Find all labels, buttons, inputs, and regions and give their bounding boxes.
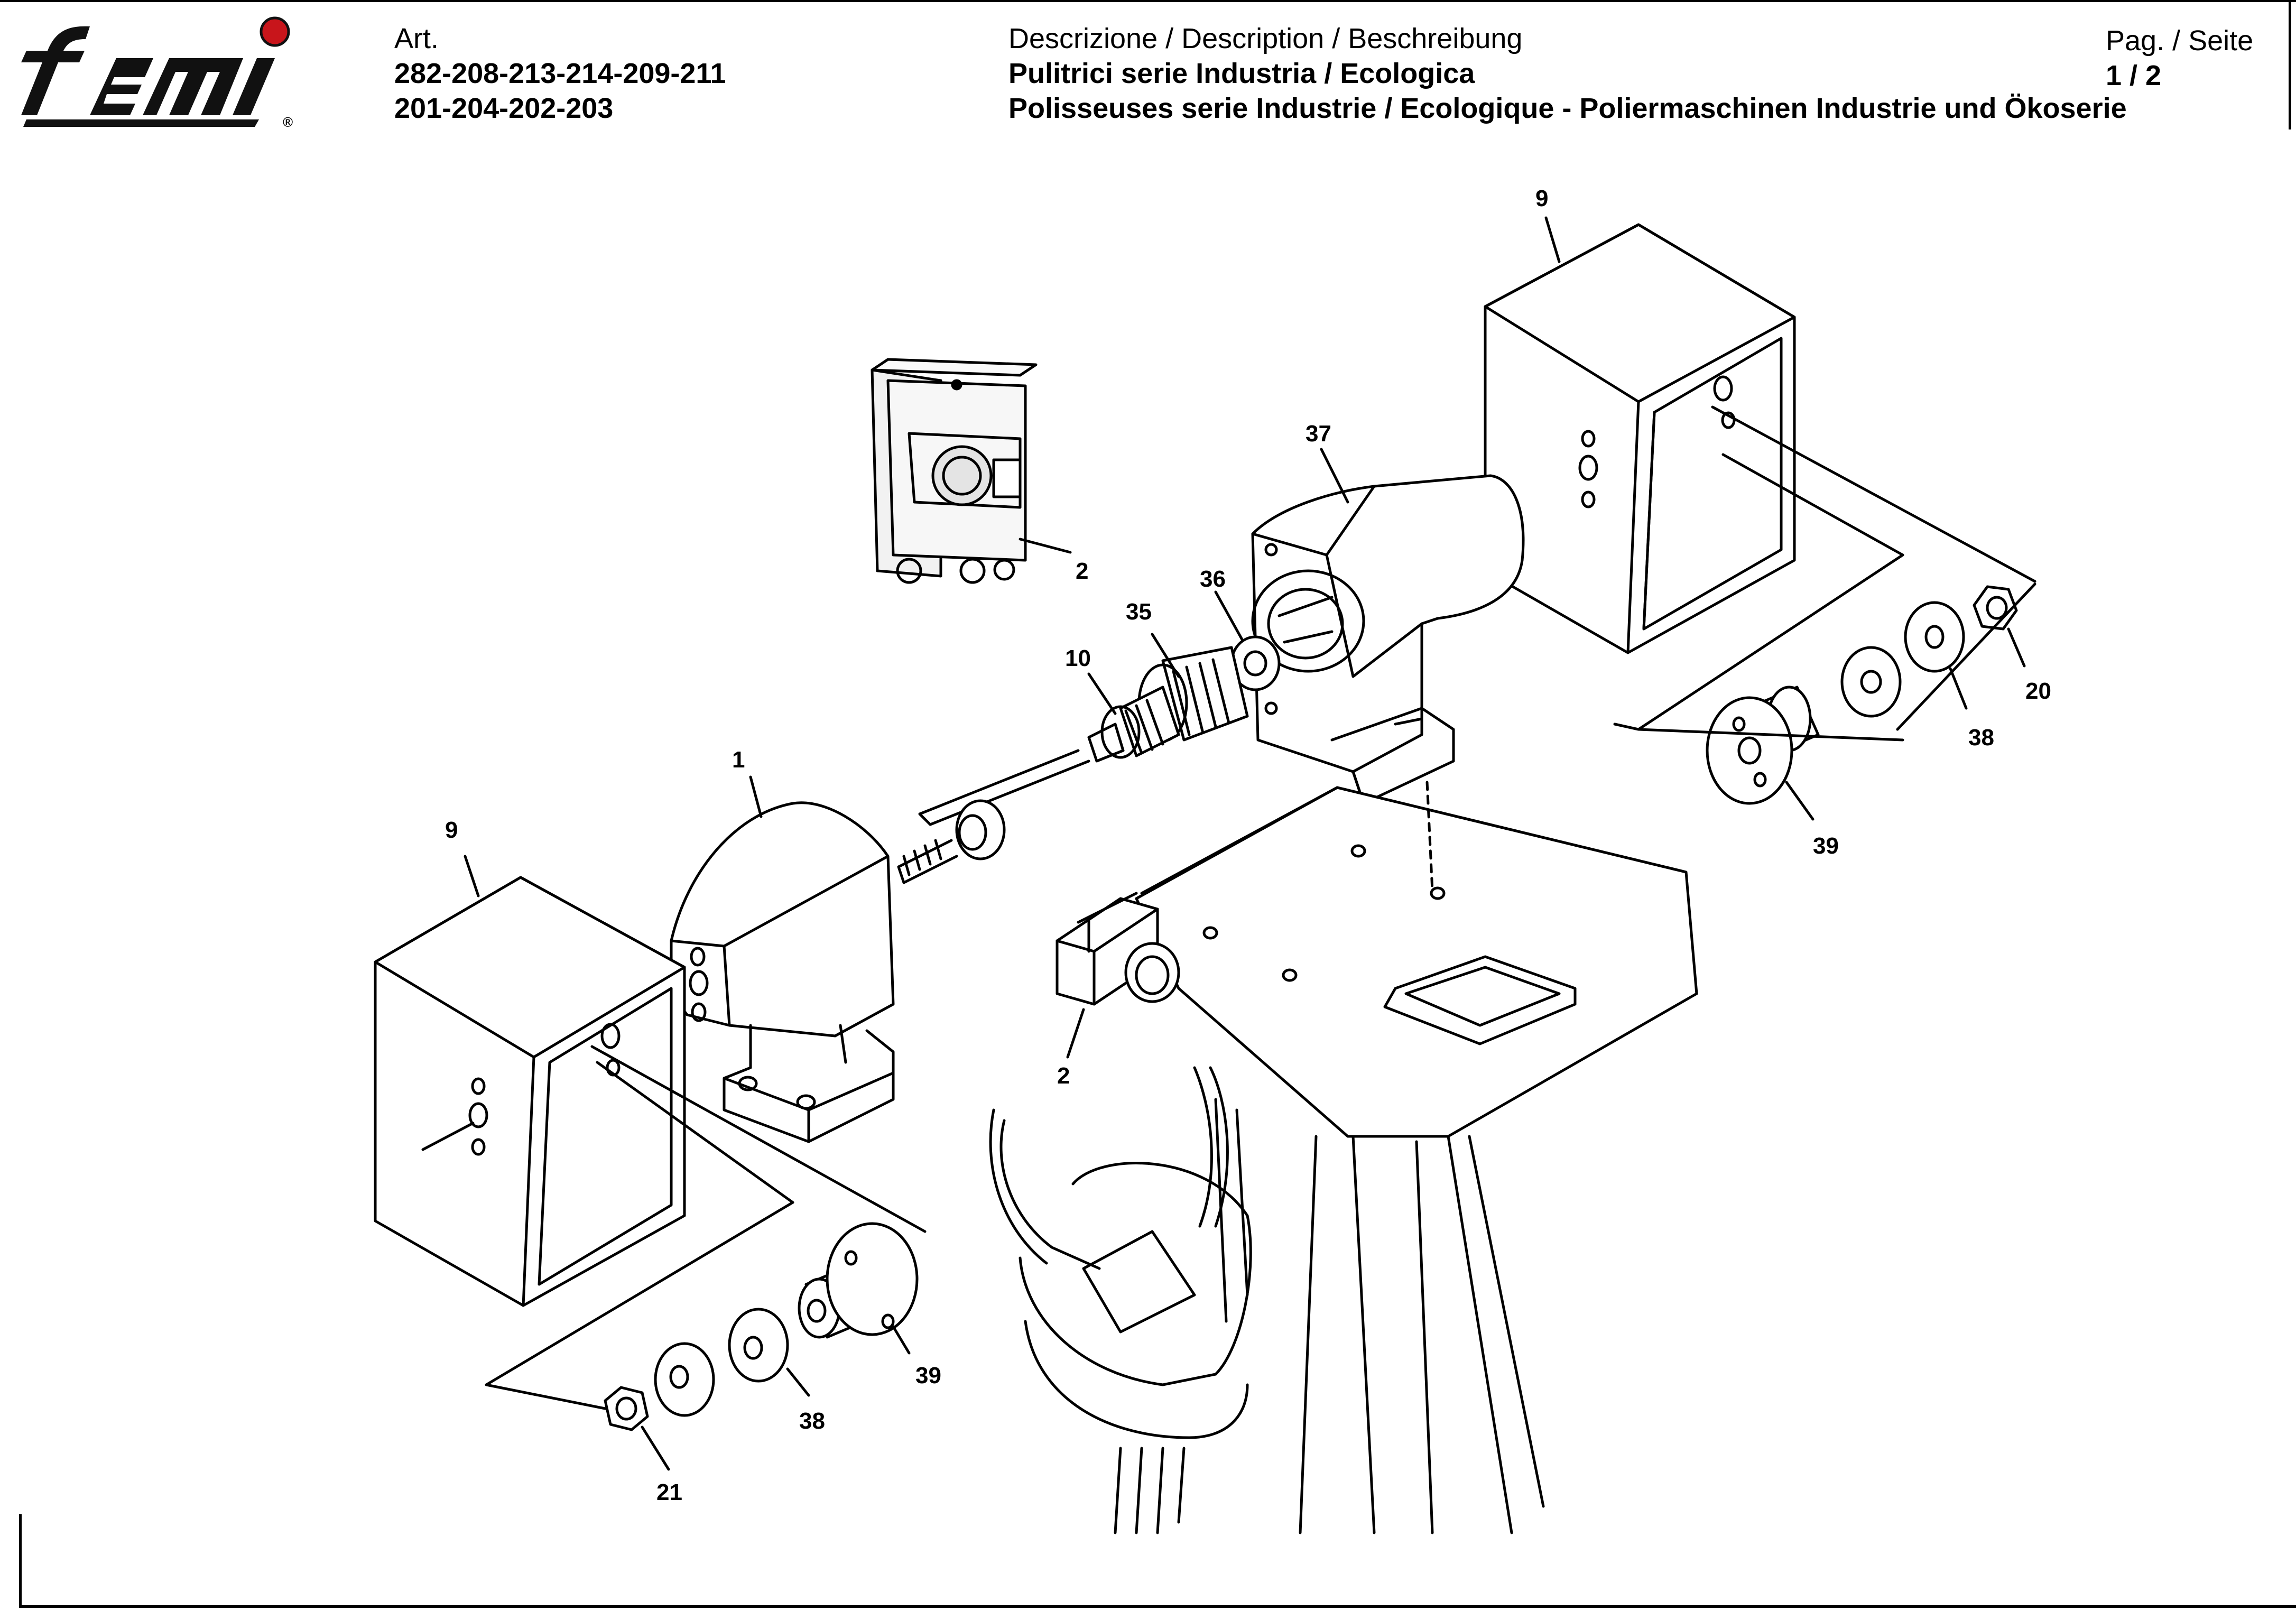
callout-1-left-housing: 1 [732, 747, 745, 773]
article-numbers-line2: 201-204-202-203 [394, 92, 614, 124]
frame-top-border [0, 0, 2296, 2]
left-motor-housing-drawing [670, 801, 895, 1143]
right-motor-housing-drawing [1251, 474, 1525, 805]
description-label: Descrizione / Description / Beschreibung [1008, 23, 1523, 54]
callout-21-nut: 21 [656, 1479, 682, 1505]
right-flange-assembly-drawing [1613, 405, 2036, 805]
page-block: Pag. / Seite 1 / 2 [2106, 23, 2253, 93]
callout-10-shaft: 10 [1065, 645, 1091, 671]
machine-base-drawing [989, 781, 1698, 1534]
right-cover-box-drawing [1484, 223, 1796, 654]
left-cover-box-drawing [374, 876, 686, 1307]
femi-logo: ® [21, 16, 293, 130]
article-label: Art. [394, 23, 439, 54]
plug-socket-drawing [1056, 892, 1180, 1006]
frame-left-border [19, 1514, 22, 1607]
callout-39-left-flange: 39 [915, 1363, 941, 1388]
page-label: Pag. / Seite [2106, 25, 2254, 57]
callout-36-bearing: 36 [1200, 566, 1226, 592]
callout-38-right-washer: 38 [1968, 725, 1994, 751]
callout-9-right-cover: 9 [1535, 186, 1548, 211]
page-number: 1 / 2 [2106, 60, 2162, 91]
callout-37-right-housing: 37 [1306, 421, 1331, 447]
frame-bottom-border [19, 1605, 2296, 1608]
switch-box-drawing [871, 358, 1038, 584]
callout-9-left-cover: 9 [445, 817, 458, 843]
callout-35-threaded-ring: 35 [1126, 599, 1152, 625]
frame-right-border [2289, 0, 2291, 129]
description-line1: Pulitrici serie Industria / Ecologica [1008, 58, 1475, 89]
shaft-assembly-drawing [897, 635, 1281, 884]
left-flange-assembly-drawing [485, 1045, 927, 1431]
callout-38-left-washer: 38 [799, 1408, 825, 1434]
svg-text:®: ® [283, 114, 293, 130]
article-block: Art. 282-208-213-214-209-211 201-204-202… [394, 21, 726, 126]
callout-2-switch-box: 2 [1076, 558, 1088, 584]
callout-20-nut: 20 [2025, 678, 2051, 704]
description-line2: Polisseuses serie Industrie / Ecologique… [1008, 92, 2127, 124]
callout-2-plug-socket: 2 [1057, 1063, 1070, 1089]
description-block: Descrizione / Description / Beschreibung… [1008, 21, 2127, 126]
callout-39-right-flange: 39 [1813, 833, 1839, 859]
leader-lines [464, 216, 2026, 1471]
article-numbers-line1: 282-208-213-214-209-211 [394, 58, 726, 89]
